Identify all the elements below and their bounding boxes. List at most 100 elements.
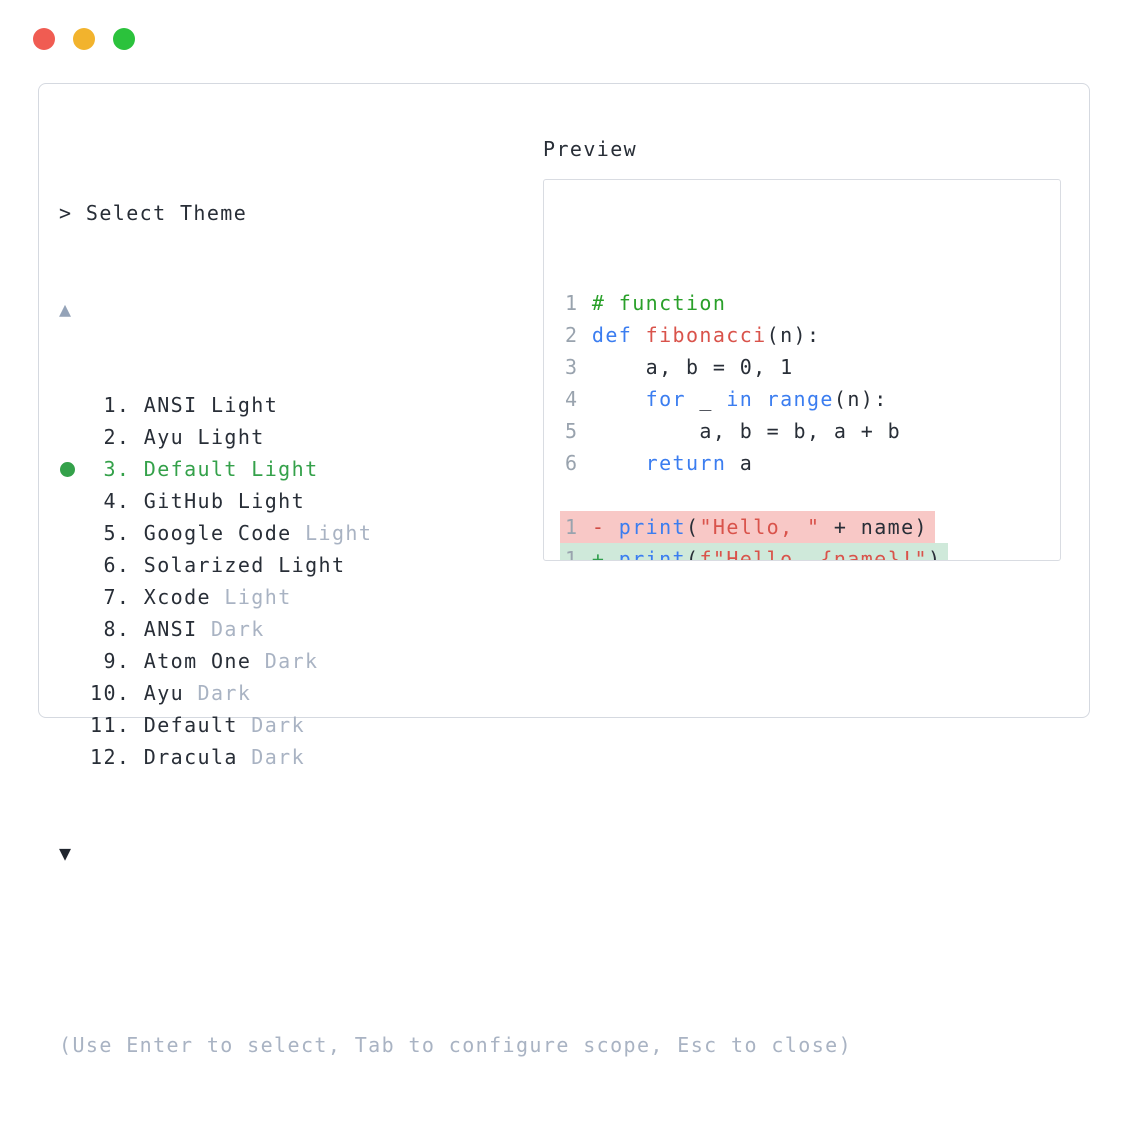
code-token: def [591,323,646,347]
theme-item-number: 7. [90,585,144,609]
theme-picker-panel: > Select Theme ▲ 1. ANSI Light 2. Ayu Li… [38,83,1090,1057]
minimize-button[interactable] [73,28,95,50]
marker-gutter [59,421,90,453]
code-token: ( [686,547,700,561]
code-line: 3 a, b = 0, 1 [565,351,1060,383]
line-number: 1 [565,515,592,539]
code-line [565,479,1060,511]
theme-item-number: 12. [90,745,144,769]
theme-item-variant: Light [264,553,346,577]
marker-gutter [59,677,90,709]
theme-list-item[interactable]: 6. Solarized Light [59,549,852,581]
code-token: a, b = 0, 1 [591,355,794,379]
scroll-up-icon[interactable]: ▲ [59,297,73,321]
code-token: + name) [820,515,928,539]
code-token: a [726,451,754,475]
selected-indicator [59,453,90,485]
marker-gutter [59,517,90,549]
code-token: _ [685,387,727,411]
marker-gutter [59,581,90,613]
code-token: for [645,387,686,411]
theme-list-item[interactable]: 4. GitHub Light [59,485,852,517]
close-button[interactable] [33,28,55,50]
line-number: 1 [565,547,592,561]
theme-item-name: Google Code [143,521,292,545]
theme-list-item[interactable]: 11. Default Dark [59,709,852,741]
theme-item-variant: Dark [237,745,306,769]
theme-item-name: Default [143,457,238,481]
select-theme-prompt: > Select Theme [59,201,248,225]
theme-item-number: 9. [90,649,144,673]
scroll-down-icon[interactable]: ▼ [59,841,73,865]
theme-list-item[interactable]: 1. ANSI Light [59,389,852,421]
theme-item-number: 8. [90,617,144,641]
theme-list-item[interactable]: 5. Google Code Light [59,517,852,549]
code-line: 1 # function [565,287,1060,319]
theme-list-item[interactable]: 2. Ayu Light [59,421,852,453]
marker-gutter [59,389,90,421]
theme-item-name: Xcode [143,585,211,609]
theme-item-number: 1. [90,393,144,417]
theme-item-variant: Dark [251,649,319,673]
theme-list-item[interactable]: 3. Default Light [59,453,852,485]
code-token: (n): [766,323,821,347]
theme-item-name: Solarized [143,553,265,577]
theme-item-variant: Dark [197,617,265,641]
code-token: print [618,515,686,539]
theme-item-name: Dracula [143,745,238,769]
marker-gutter [59,741,90,773]
theme-item-variant: Light [184,425,265,449]
line-number: 4 [565,387,592,411]
theme-item-name: Default [143,713,238,737]
theme-item-variant: Dark [237,713,306,737]
line-number: 3 [565,355,592,379]
code-token: a, b = b, a + b [591,419,902,443]
maximize-button[interactable] [113,28,135,50]
theme-list-item[interactable]: 9. Atom One Dark [59,645,852,677]
theme-list-item[interactable]: 8. ANSI Dark [59,613,852,645]
code-token: # function [591,291,727,315]
keyboard-hint: (Use Enter to select, Tab to configure s… [59,1033,853,1057]
theme-item-variant: Light [197,393,279,417]
theme-list-item[interactable]: 12. Dracula Dark [59,741,852,773]
marker-gutter [59,645,90,677]
code-token: - [591,515,619,539]
theme-item-number: 10. [90,681,144,705]
theme-item-number: 4. [90,489,144,513]
line-number: 1 [565,291,592,315]
code-line: 2 def fibonacci(n): [565,319,1060,351]
code-token: + [591,547,619,561]
code-token [753,387,766,411]
code-token: range [766,387,834,411]
code-token: in [726,387,754,411]
diff-highlight: 1 - print("Hello, " + name) [560,511,935,543]
theme-item-variant: Light [210,585,292,609]
marker-gutter [59,709,90,741]
theme-list-item[interactable]: 7. Xcode Light [59,581,852,613]
code-token: f"Hello, {name}!" [699,547,928,561]
code-token: (n): [833,387,888,411]
theme-item-variant: Dark [184,681,252,705]
line-number: 2 [565,323,592,347]
code-token: "Hello, " [699,515,821,539]
code-token: return [645,451,727,475]
code-token [592,387,646,411]
code-token: ( [686,515,700,539]
theme-list-item[interactable]: 10. Ayu Dark [59,677,852,709]
selected-indicator-dot [60,461,75,477]
theme-item-name: Ayu [143,425,185,449]
code-token: ) [927,547,942,561]
line-number: 6 [565,451,592,475]
code-line: 5 a, b = b, a + b [565,415,1060,447]
theme-item-number: 6. [90,553,144,577]
theme-item-number: 3. [90,457,144,481]
theme-item-number: 11. [90,713,144,737]
line-number: 5 [565,419,592,443]
theme-item-variant: Light [237,457,319,481]
theme-item-number: 2. [90,425,144,449]
code-token [592,451,646,475]
theme-item-name: ANSI [143,617,198,641]
code-line: 4 for _ in range(n): [565,383,1060,415]
